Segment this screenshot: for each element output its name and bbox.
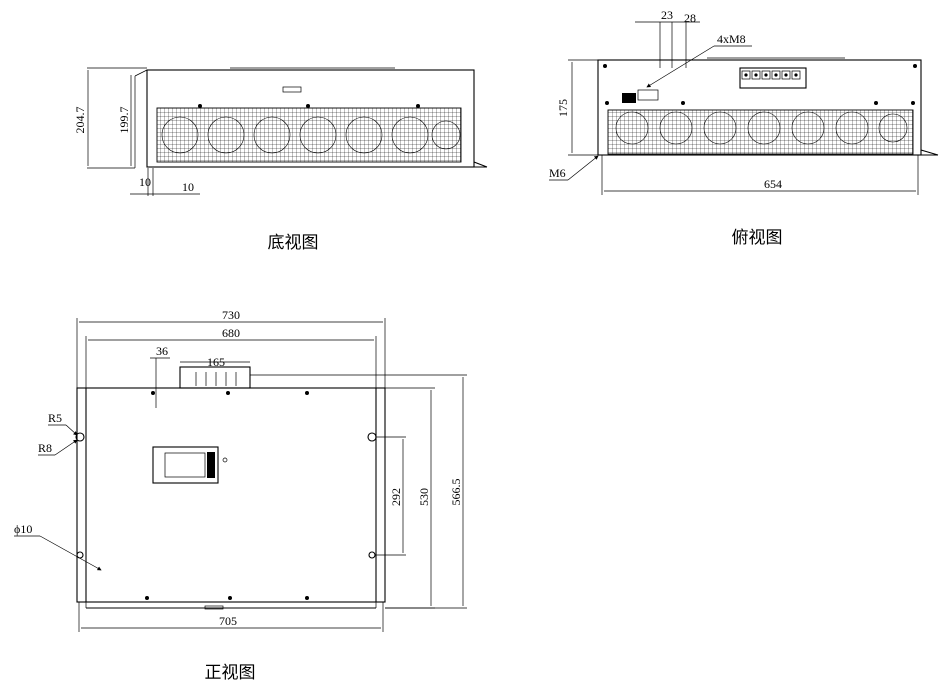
front-view-caption: 正视图 <box>205 663 256 683</box>
front-view-terminal <box>179 366 251 389</box>
bottom-view-grille <box>156 107 462 163</box>
top-view-fans <box>615 111 908 145</box>
front-height-566: 566.5 <box>449 479 463 506</box>
front-view-body <box>76 387 386 603</box>
front-view-display <box>152 446 219 484</box>
top-bolt-label: 4xM8 <box>717 32 746 46</box>
front-width-680: 680 <box>222 326 240 340</box>
bottom-offset-b: 10 <box>182 180 194 194</box>
top-view-connector <box>622 93 636 103</box>
top-view-grille <box>607 109 914 155</box>
front-view: 730 680 36 165 R5 R8 ϕ10 292 530 <box>14 308 467 683</box>
front-width-730: 730 <box>222 308 240 322</box>
front-dim-36: 36 <box>156 344 168 358</box>
top-screw-label: M6 <box>549 166 566 180</box>
top-dim-23: 23 <box>661 8 673 22</box>
top-width: 654 <box>764 177 782 191</box>
bottom-view-caption: 底视图 <box>268 233 319 253</box>
bottom-offset-a: 10 <box>139 175 151 189</box>
bottom-view: 204.7 199.7 10 10 底视图 <box>73 67 488 253</box>
top-view-caption: 俯视图 <box>732 228 783 248</box>
front-hole-right-bottom <box>368 551 376 559</box>
front-hole-left-top <box>75 432 85 442</box>
top-height: 175 <box>556 99 570 117</box>
bottom-height-b: 199.7 <box>117 107 131 134</box>
top-dim-28: 28 <box>684 11 696 25</box>
top-view: 23 28 4xM8 175 M6 654 俯视图 <box>549 8 939 248</box>
front-radius-r8: R8 <box>38 441 52 455</box>
bottom-view-fans <box>161 116 461 154</box>
front-width-705: 705 <box>219 614 237 628</box>
front-hole-dia: ϕ10 <box>14 522 32 536</box>
front-hole-right-top <box>367 432 377 442</box>
front-height-292: 292 <box>389 488 403 506</box>
bottom-height-a: 204.7 <box>73 107 87 134</box>
top-view-terminal-block <box>739 67 807 89</box>
front-dim-165: 165 <box>207 355 225 369</box>
front-radius-r5: R5 <box>48 411 62 425</box>
front-height-530: 530 <box>417 488 431 506</box>
